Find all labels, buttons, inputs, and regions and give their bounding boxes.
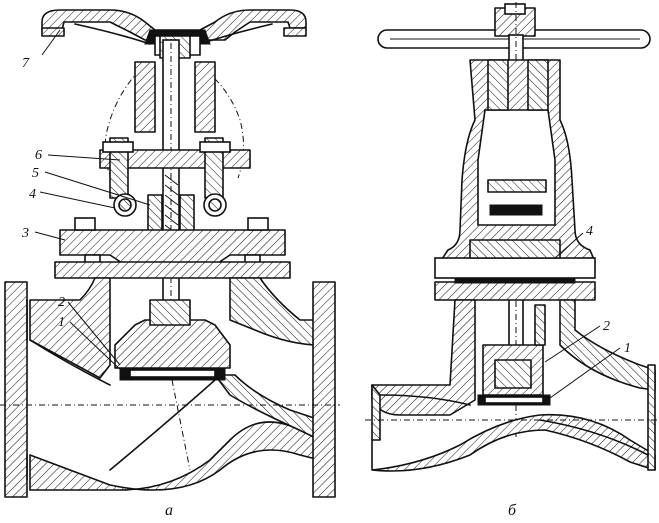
flange-right-a [312, 281, 336, 498]
label-4-a: 4 [29, 187, 36, 202]
flange-left-a [4, 281, 28, 498]
valve-b: 4 2 1 б [365, 2, 659, 519]
caption-b: б [508, 502, 517, 519]
body-flange-bottom-b [434, 281, 596, 301]
label-5-a: 5 [32, 166, 39, 181]
disc-a [114, 319, 231, 369]
packing-a [147, 194, 163, 236]
body-right-b [559, 299, 656, 391]
label-3-a: 3 [21, 226, 29, 241]
body-left-a [29, 277, 111, 379]
disc-nut-a [149, 299, 191, 326]
caption-a: а [165, 502, 173, 519]
label-1-b: 1 [624, 341, 631, 356]
body-flange-a [54, 261, 291, 279]
label-6-a: 6 [35, 148, 42, 163]
body-flange-top-b [434, 257, 596, 279]
body-bottom-b [371, 413, 656, 472]
yoke-outline-a [104, 69, 141, 176]
label-2-b: 2 [603, 319, 610, 334]
label-2-a: 2 [58, 295, 65, 310]
body-bottom-a [29, 421, 321, 491]
label-1-a: 1 [58, 315, 65, 330]
body-right-a [229, 277, 321, 346]
label-4-b: 4 [586, 224, 593, 239]
yoke-outline-a-right [204, 69, 244, 179]
yoke-column-left-a [134, 61, 156, 133]
label-7-a: 7 [22, 56, 30, 71]
yoke-column-right-a [194, 61, 216, 133]
valve-a: 7 6 5 4 3 2 1 а [0, 9, 340, 519]
